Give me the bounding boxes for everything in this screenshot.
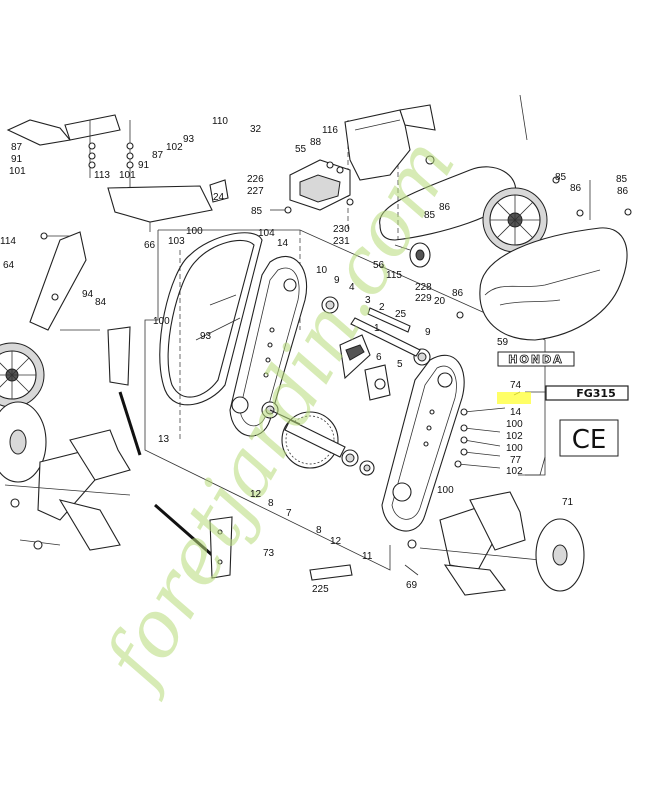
- label-85: 85: [555, 172, 567, 183]
- label-84: 84: [95, 297, 107, 308]
- label-59: 59: [497, 337, 509, 348]
- label-24: 24: [213, 192, 225, 203]
- plate-73: [209, 516, 233, 579]
- label-12: 12: [250, 489, 262, 500]
- label-227: 227: [247, 186, 264, 197]
- label-1: 1: [374, 323, 380, 334]
- label-25: 25: [395, 309, 407, 320]
- label-87: 87: [11, 142, 23, 153]
- ce-mark: CE: [559, 419, 619, 457]
- label-7: 7: [286, 508, 292, 519]
- label-91: 91: [138, 160, 150, 171]
- label-20: 20: [434, 296, 446, 307]
- label-113: 113: [94, 170, 110, 181]
- label-85: 85: [616, 174, 628, 185]
- upper-left-frame: [6, 114, 213, 232]
- label-100: 100: [506, 443, 523, 454]
- label-86: 86: [617, 186, 629, 197]
- label-101: 101: [119, 170, 136, 181]
- housing-sheet: [344, 104, 436, 181]
- label-8: 8: [316, 525, 322, 536]
- svg-text:HONDA: HONDA: [508, 353, 563, 366]
- label-101: 101: [9, 166, 26, 177]
- label-86: 86: [452, 288, 464, 299]
- label-73: 73: [263, 548, 275, 559]
- label-100: 100: [437, 485, 454, 496]
- svg-text:CE: CE: [572, 425, 607, 455]
- label-85: 85: [424, 210, 436, 221]
- label-86: 86: [570, 183, 582, 194]
- label-9: 9: [334, 275, 340, 286]
- label-69: 69: [406, 580, 418, 591]
- label-13: 13: [158, 434, 170, 445]
- label-226: 226: [247, 174, 264, 185]
- label-230: 230: [333, 224, 350, 235]
- chain-case-11: [381, 354, 465, 532]
- label-64: 64: [3, 260, 15, 271]
- belt-13: [159, 232, 263, 406]
- label-88: 88: [310, 137, 322, 148]
- label-103: 103: [168, 236, 185, 247]
- label-102: 102: [506, 466, 523, 477]
- label-32: 32: [250, 124, 262, 135]
- label-10: 10: [316, 265, 328, 276]
- shaft-225: [309, 564, 353, 581]
- label-100: 100: [153, 316, 170, 327]
- pulley-20: [482, 187, 548, 253]
- engine-mount: [209, 159, 354, 214]
- label-74: 74: [510, 380, 522, 391]
- right-tine-assembly: [404, 491, 585, 596]
- bolt-set-right: [454, 407, 506, 469]
- label-14: 14: [510, 407, 522, 418]
- leader-73b: [154, 503, 213, 557]
- label-110: 110: [212, 116, 228, 127]
- label-116: 116: [322, 125, 338, 136]
- chain-case-10: [229, 255, 307, 437]
- label-11: 11: [362, 551, 373, 562]
- label-12: 12: [330, 536, 342, 547]
- label-4: 4: [349, 282, 355, 293]
- label-102: 102: [166, 142, 183, 153]
- label-93: 93: [200, 331, 212, 342]
- label-115: 115: [386, 270, 402, 281]
- idler-pulley: [394, 242, 431, 268]
- label-77: 77: [510, 455, 522, 466]
- label-225: 225: [312, 584, 329, 595]
- label-114: 114: [0, 236, 16, 247]
- label-104: 104: [258, 228, 275, 239]
- label-9: 9: [425, 327, 431, 338]
- label-87: 87: [152, 150, 164, 161]
- label-100: 100: [506, 419, 523, 430]
- left-bracket-assembly: [0, 231, 131, 551]
- label-85: 85: [251, 206, 263, 217]
- label-100: 100: [186, 226, 203, 237]
- label-56: 56: [373, 260, 385, 271]
- label-8: 8: [268, 498, 274, 509]
- leader-73a: [118, 391, 142, 456]
- model-logo: FG315: [545, 385, 629, 401]
- label-2: 2: [379, 302, 385, 313]
- label-3: 3: [365, 295, 371, 306]
- shaft-gear-assembly: [269, 307, 421, 469]
- label-6: 6: [376, 352, 382, 363]
- belt-cover-59: [456, 176, 632, 341]
- highlight-marker: [497, 392, 531, 404]
- label-102: 102: [506, 431, 523, 442]
- label-14: 14: [277, 238, 289, 249]
- label-86: 86: [439, 202, 451, 213]
- label-91: 91: [11, 154, 23, 165]
- svg-text:FG315: FG315: [576, 387, 616, 400]
- label-228: 228: [415, 282, 432, 293]
- label-94: 94: [82, 289, 94, 300]
- label-55: 55: [295, 144, 307, 155]
- honda-logo: HONDA: [497, 351, 575, 367]
- label-5: 5: [397, 359, 403, 370]
- part-labels: 87 91 101 113 101 87 91 102 93 110 32 11…: [0, 116, 629, 595]
- label-231: 231: [333, 236, 350, 247]
- label-93: 93: [183, 134, 195, 145]
- label-229: 229: [415, 293, 432, 304]
- label-66: 66: [144, 240, 156, 251]
- label-71: 71: [562, 497, 574, 508]
